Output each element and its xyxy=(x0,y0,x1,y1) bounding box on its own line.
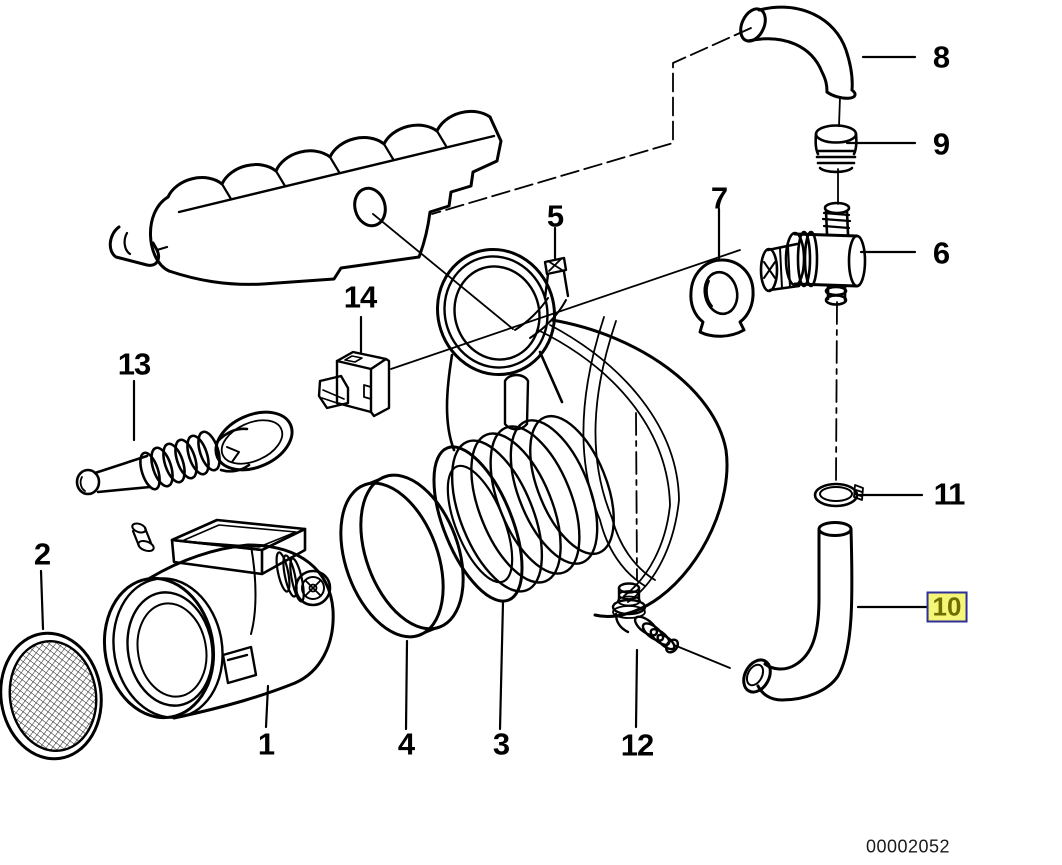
assembly-lines xyxy=(372,27,841,669)
fitting-9-drawing[interactable] xyxy=(814,124,858,174)
part-callout-1[interactable]: 1 xyxy=(257,726,275,762)
callout-leader-lines xyxy=(39,55,930,731)
clamp-11-drawing[interactable] xyxy=(813,482,864,508)
part-callout-7[interactable]: 7 xyxy=(710,180,728,216)
part-callout-3[interactable]: 3 xyxy=(492,726,510,762)
part-callout-14[interactable]: 14 xyxy=(343,279,377,315)
intake-manifold-drawing[interactable] xyxy=(108,109,503,286)
part-callout-5[interactable]: 5 xyxy=(546,198,564,234)
part-callout-13[interactable]: 13 xyxy=(117,346,151,382)
grommet-7-drawing[interactable] xyxy=(689,258,755,338)
part-callout-2[interactable]: 2 xyxy=(33,536,51,572)
hose-10-drawing[interactable] xyxy=(738,521,854,702)
part-callout-10-highlighted[interactable]: 10 xyxy=(926,591,968,623)
valve-6-drawing[interactable] xyxy=(759,201,867,306)
part-callout-12[interactable]: 12 xyxy=(620,727,654,763)
document-number: 00002052 xyxy=(865,836,951,857)
part-callout-4[interactable]: 4 xyxy=(397,726,415,762)
part-callout-9[interactable]: 9 xyxy=(932,126,950,162)
part-callout-6[interactable]: 6 xyxy=(932,235,950,271)
maf-sensor-1-drawing[interactable] xyxy=(94,518,335,726)
mesh-disc-2-drawing[interactable] xyxy=(0,627,109,766)
part-callout-8[interactable]: 8 xyxy=(932,39,950,75)
part-callout-11[interactable]: 11 xyxy=(933,476,966,512)
hose-8-drawing[interactable] xyxy=(736,5,857,100)
connector-14-drawing[interactable] xyxy=(317,350,391,418)
clamp-5-drawing[interactable] xyxy=(543,256,570,300)
fitting-12-drawing[interactable] xyxy=(611,582,680,655)
clamp-4-drawing[interactable] xyxy=(321,461,482,651)
temp-sensor-13-drawing[interactable] xyxy=(75,401,301,496)
